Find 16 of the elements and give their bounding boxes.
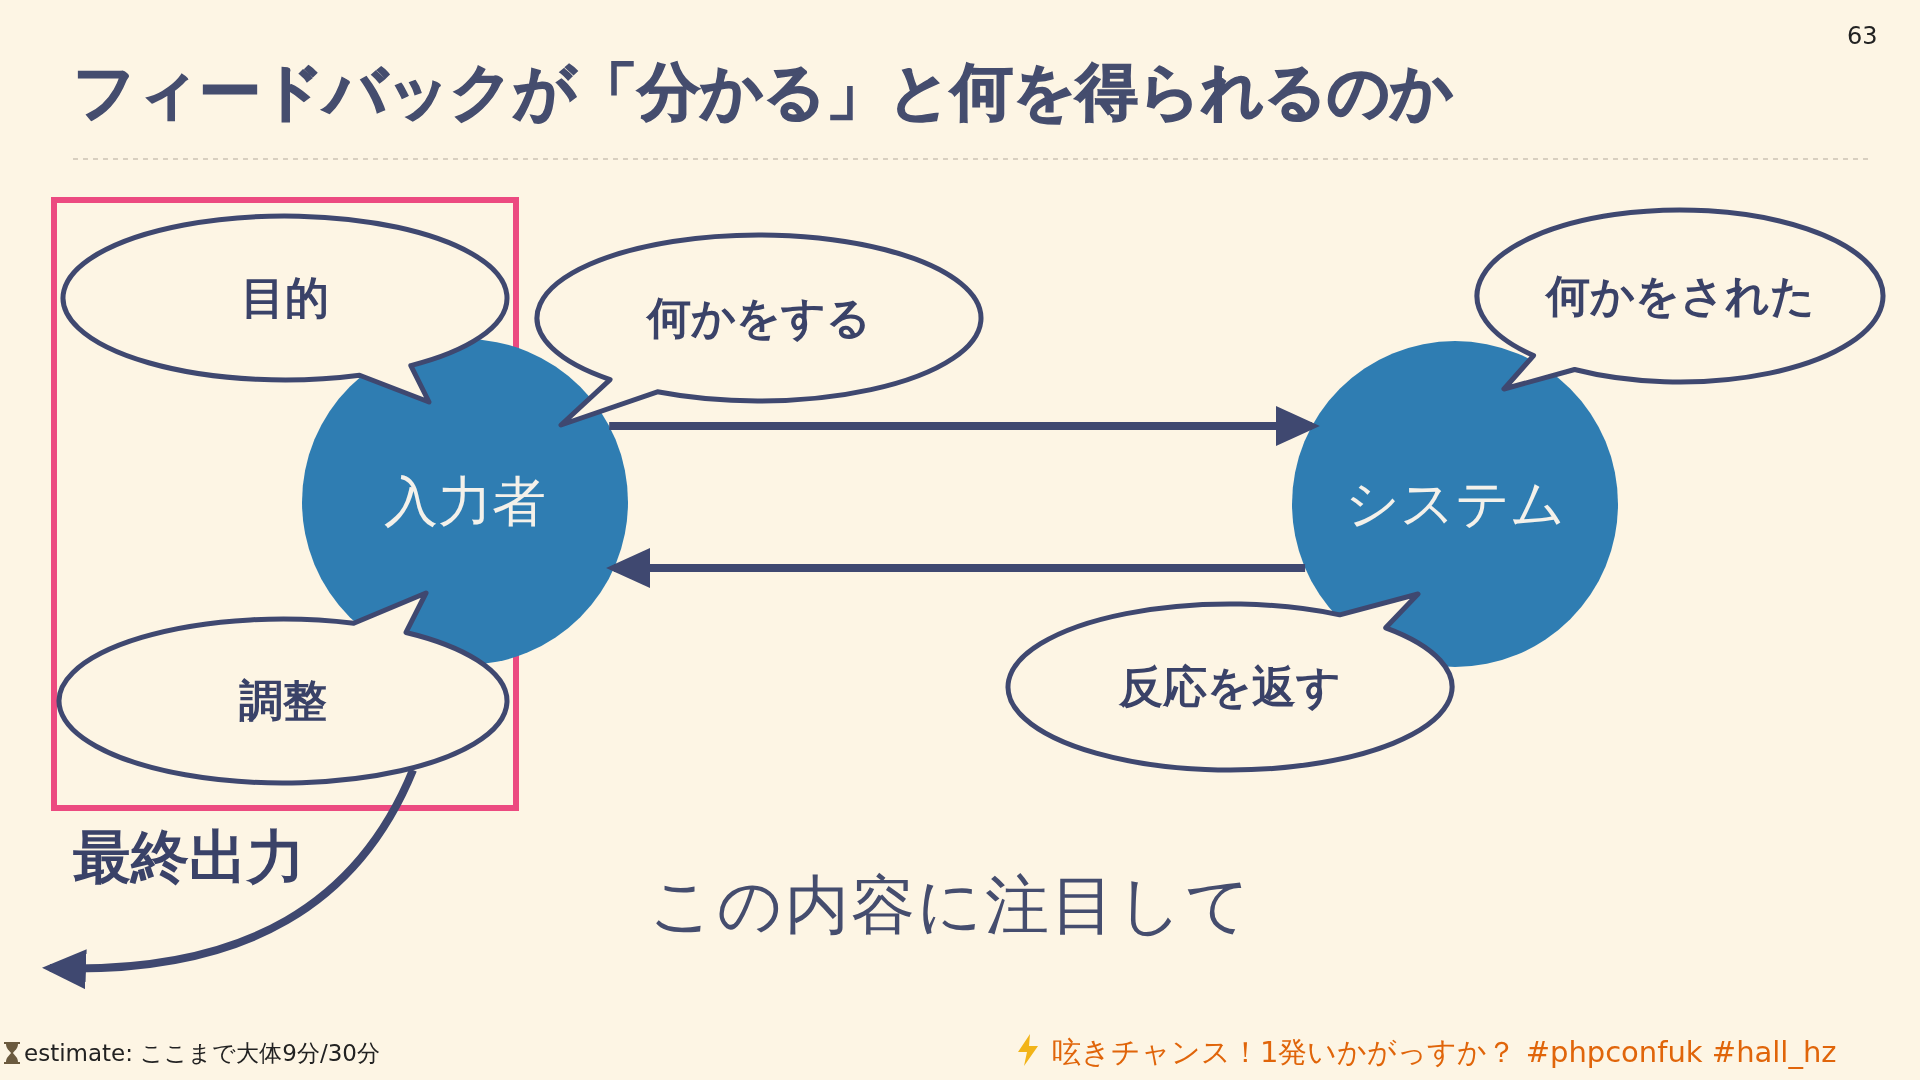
bubble-label: 何かをする bbox=[647, 290, 871, 345]
arrow bbox=[606, 548, 1306, 588]
page-number: 63 bbox=[1847, 22, 1878, 50]
circle-label: 入力者 bbox=[384, 468, 546, 535]
bubble-label: 調整 bbox=[239, 673, 327, 728]
bubble-label: 目的 bbox=[241, 270, 329, 325]
footer-text: 呟きチャンス！1発いかがっすか？ #phpconfuk #hall_hz bbox=[1052, 1034, 1837, 1071]
arrow bbox=[42, 768, 417, 989]
circle-label: システム bbox=[1345, 470, 1565, 537]
footer-text: estimate: ここまで大体9分/30分 bbox=[24, 1039, 380, 1068]
bubble-label: 反応を返す bbox=[1119, 659, 1341, 714]
bubble-label: 何かをされた bbox=[1545, 268, 1815, 323]
edge-label: 最終出力 bbox=[73, 822, 305, 892]
note-text: この内容に注目して bbox=[649, 867, 1253, 944]
arrow bbox=[609, 406, 1320, 446]
slide-title: フィードバックが「分かる」と何を得られるのか bbox=[73, 54, 1453, 130]
